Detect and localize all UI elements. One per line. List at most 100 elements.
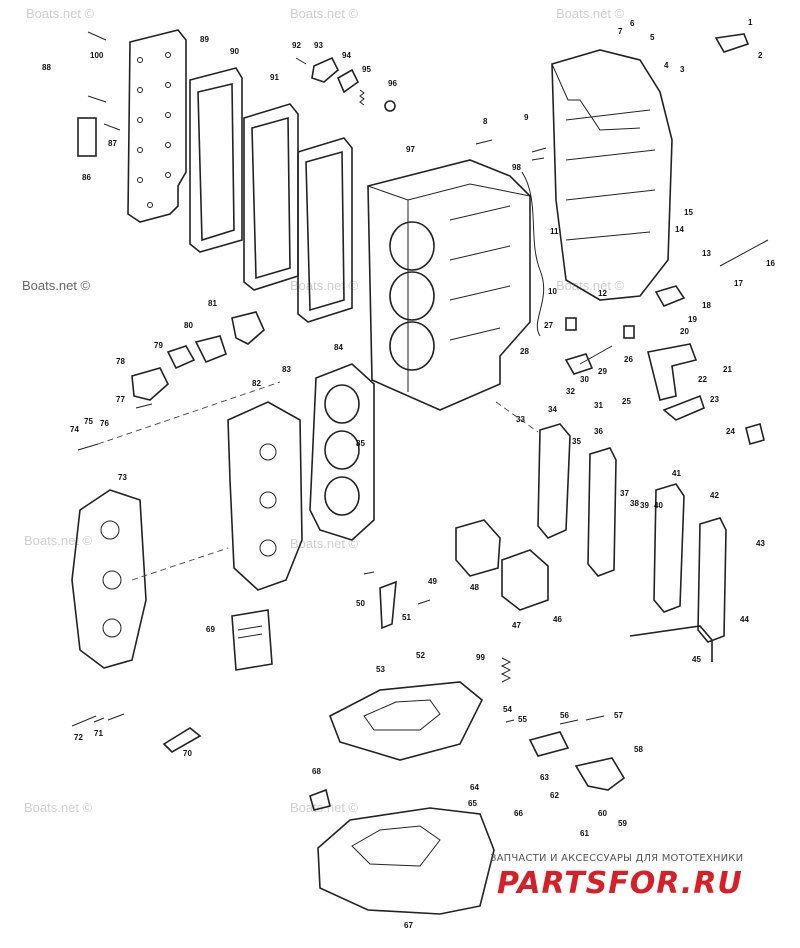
- callout-27: 27: [544, 321, 553, 330]
- callout-43: 43: [756, 539, 765, 548]
- callout-60: 60: [598, 809, 607, 818]
- assembly-line: [131, 547, 229, 581]
- callout-91: 91: [270, 73, 279, 82]
- lever: [654, 285, 686, 308]
- bracket-assembly: [647, 343, 698, 401]
- watermark: Boats.net ©: [26, 6, 95, 21]
- callout-25: 25: [622, 397, 631, 406]
- packaged-gasket-kit: [231, 609, 273, 671]
- grommet: [309, 788, 331, 811]
- callout-65: 65: [468, 799, 477, 808]
- callout-28: 28: [520, 347, 529, 356]
- callout-20: 20: [680, 327, 689, 336]
- thermostat-housing: [131, 367, 169, 401]
- exhaust-gasket: [189, 67, 243, 253]
- callout-93: 93: [314, 41, 323, 50]
- callout-1: 1: [748, 18, 753, 27]
- bushing: [565, 317, 577, 331]
- thermostat-seal: [231, 311, 265, 345]
- callout-54: 54: [503, 705, 512, 714]
- throttle-arm: [662, 394, 705, 421]
- watermark: Boats.net ©: [556, 6, 625, 21]
- exhaust-gasket-outer: [297, 137, 353, 323]
- cylinder-bores: [389, 221, 435, 371]
- transfer-port-cover: [587, 447, 617, 577]
- bolt: [87, 31, 121, 131]
- partsfor-logo: PARTSFOR.RU: [497, 866, 743, 901]
- callout-64: 64: [470, 783, 479, 792]
- callout-56: 56: [560, 711, 569, 720]
- callout-41: 41: [672, 469, 681, 478]
- callout-100: 100: [90, 51, 104, 60]
- callout-23: 23: [710, 395, 719, 404]
- callout-51: 51: [402, 613, 411, 622]
- bracket: [714, 33, 750, 53]
- assembly-line: [97, 381, 281, 445]
- exhaust-divider-plate: [243, 103, 299, 291]
- callout-99: 99: [476, 653, 485, 662]
- callout-13: 13: [702, 249, 711, 258]
- callout-11: 11: [550, 227, 559, 236]
- pin: [71, 713, 125, 727]
- lower-plate-cutouts: [351, 825, 441, 867]
- block-ribs: [449, 205, 511, 341]
- bushing: [623, 325, 635, 339]
- callout-68: 68: [312, 767, 321, 776]
- assembly-line: [495, 401, 539, 433]
- callout-57: 57: [614, 711, 623, 720]
- rod: [579, 345, 613, 365]
- callout-55: 55: [518, 715, 527, 724]
- watermark: Boats.net ©: [290, 278, 359, 293]
- callout-80: 80: [184, 321, 193, 330]
- callout-95: 95: [362, 65, 371, 74]
- callout-4: 4: [664, 61, 669, 70]
- callout-46: 46: [553, 615, 562, 624]
- cover-plate-bolt-holes: [137, 52, 171, 208]
- callout-33: 33: [516, 415, 525, 424]
- cylinder-head-ports: [259, 443, 277, 557]
- bypass-hose: [629, 625, 713, 662]
- callout-49: 49: [428, 577, 437, 586]
- watermark: Boats.net ©: [290, 536, 359, 551]
- water-cover: [71, 489, 147, 669]
- dowel-pin: [475, 139, 547, 161]
- crankcase-bearing-webs: [565, 109, 656, 241]
- callout-15: 15: [684, 208, 693, 217]
- packaged-gasket-label: [237, 625, 263, 639]
- callout-37: 37: [620, 489, 629, 498]
- callout-26: 26: [624, 355, 633, 364]
- callout-24: 24: [726, 427, 735, 436]
- callout-40: 40: [654, 501, 663, 510]
- callout-83: 83: [282, 365, 291, 374]
- shift-bracket: [574, 757, 626, 791]
- callout-77: 77: [116, 395, 125, 404]
- callout-44: 44: [740, 615, 749, 624]
- bolt: [77, 403, 153, 451]
- callout-31: 31: [594, 401, 603, 410]
- hose: [521, 171, 545, 337]
- transfer-port-cover: [653, 483, 685, 613]
- cylinder-block-top-edge: [367, 183, 531, 201]
- exhaust-cover-plate: [127, 29, 187, 223]
- callout-39: 39: [640, 501, 649, 510]
- callout-22: 22: [698, 375, 707, 384]
- callout-70: 70: [183, 749, 192, 758]
- callout-69: 69: [206, 625, 215, 634]
- callout-79: 79: [154, 341, 163, 350]
- adaptor-plate: [328, 681, 484, 761]
- thermostat-gasket: [336, 68, 360, 94]
- callout-10: 10: [548, 287, 557, 296]
- callout-45: 45: [692, 655, 701, 664]
- callout-32: 32: [566, 387, 575, 396]
- callout-47: 47: [512, 621, 521, 630]
- head-gasket: [309, 363, 375, 541]
- callout-3: 3: [680, 65, 685, 74]
- callout-53: 53: [376, 665, 385, 674]
- callout-12: 12: [598, 289, 607, 298]
- callout-9: 9: [524, 113, 529, 122]
- footer-caption: ЗАПЧАСТИ И АКСЕССУАРЫ ДЛЯ МОТОТЕХНИКИ: [490, 853, 744, 864]
- water-cover-ports: [100, 520, 122, 638]
- thermostat-gasket: [166, 345, 196, 370]
